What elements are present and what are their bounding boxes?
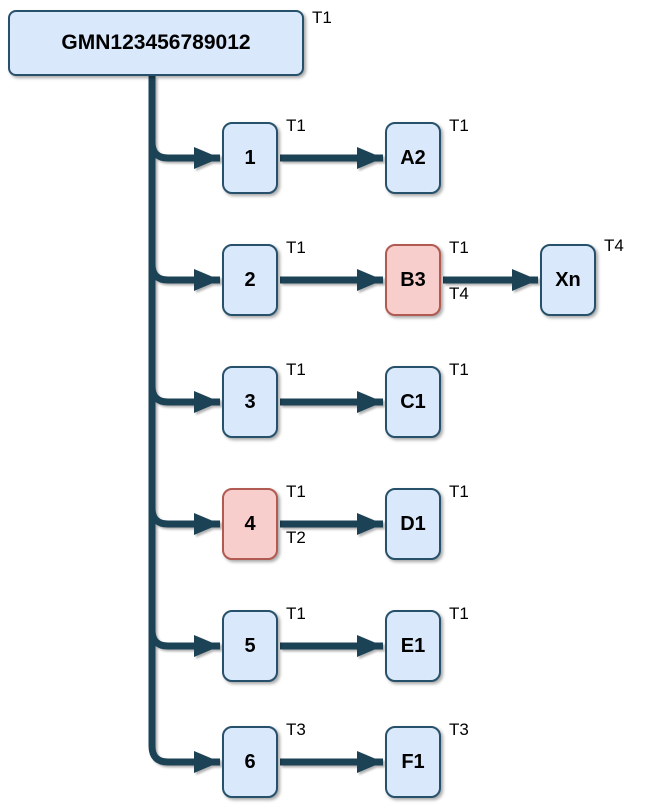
node-5[interactable]: 5 <box>222 610 278 682</box>
trunk-connector <box>148 76 220 773</box>
node-A2[interactable]: A2 <box>385 122 441 194</box>
node-label: E1 <box>400 634 426 657</box>
node-Xn[interactable]: Xn <box>540 244 596 316</box>
tag-label: T3 <box>286 720 306 739</box>
root-node-label: GMN123456789012 <box>61 31 251 54</box>
node-label: 1 <box>244 146 256 169</box>
node-1[interactable]: 1 <box>222 122 278 194</box>
branch-connector-3 <box>148 385 220 413</box>
node-D1[interactable]: D1 <box>385 488 441 560</box>
node-6[interactable]: 6 <box>222 726 278 798</box>
diagram-row-6: 6 T3 F1 T3 <box>0 720 646 798</box>
tag-label: T4 <box>604 236 624 255</box>
node-label: 4 <box>244 512 256 535</box>
tag-label: T1 <box>286 238 306 257</box>
node-label: C1 <box>400 390 426 413</box>
diagram-row-2: 2 T1 B3 T1 T4 Xn T4 <box>0 236 646 316</box>
tag-label: T1 <box>286 482 306 501</box>
tag-label: T1 <box>286 604 306 623</box>
branch-connector-1 <box>148 141 220 169</box>
tag-label: T1 <box>449 482 469 501</box>
node-label: Xn <box>555 268 581 291</box>
node-label: D1 <box>400 512 426 535</box>
diagram-row-5: 5 T1 E1 T1 <box>0 604 646 682</box>
branch-connector-4 <box>148 507 220 535</box>
node-label: A2 <box>400 146 426 169</box>
node-label: B3 <box>400 268 426 291</box>
node-C1[interactable]: C1 <box>385 366 441 438</box>
root-tag-label: T1 <box>312 8 332 27</box>
tag-label: T1 <box>449 238 469 257</box>
node-3[interactable]: 3 <box>222 366 278 438</box>
node-label: 5 <box>244 634 256 657</box>
node-B3[interactable]: B3 <box>385 244 441 316</box>
diagram-row-4: 4 T1 T2 D1 T1 <box>0 482 646 560</box>
tag-label: T1 <box>449 604 469 623</box>
diagram-row-1: 1 T1 A2 T1 <box>0 116 646 194</box>
node-label: F1 <box>401 750 425 773</box>
tag-label: T2 <box>286 528 306 547</box>
diagram-row-3: 3 T1 C1 T1 <box>0 360 646 438</box>
node-label: 6 <box>244 750 256 773</box>
tag-label: T4 <box>449 284 469 303</box>
tag-label: T1 <box>286 360 306 379</box>
node-label: 2 <box>244 268 256 291</box>
node-F1[interactable]: F1 <box>385 726 441 798</box>
node-2[interactable]: 2 <box>222 244 278 316</box>
tag-label: T1 <box>449 360 469 379</box>
branch-connector-5 <box>148 629 220 657</box>
tag-label: T3 <box>449 720 469 739</box>
node-label: 3 <box>244 390 256 413</box>
branch-connector-2 <box>148 263 220 291</box>
tag-label: T1 <box>286 116 306 135</box>
root-node[interactable]: GMN123456789012 <box>8 10 304 76</box>
tag-label: T1 <box>449 116 469 135</box>
node-4[interactable]: 4 <box>222 488 278 560</box>
node-E1[interactable]: E1 <box>385 610 441 682</box>
